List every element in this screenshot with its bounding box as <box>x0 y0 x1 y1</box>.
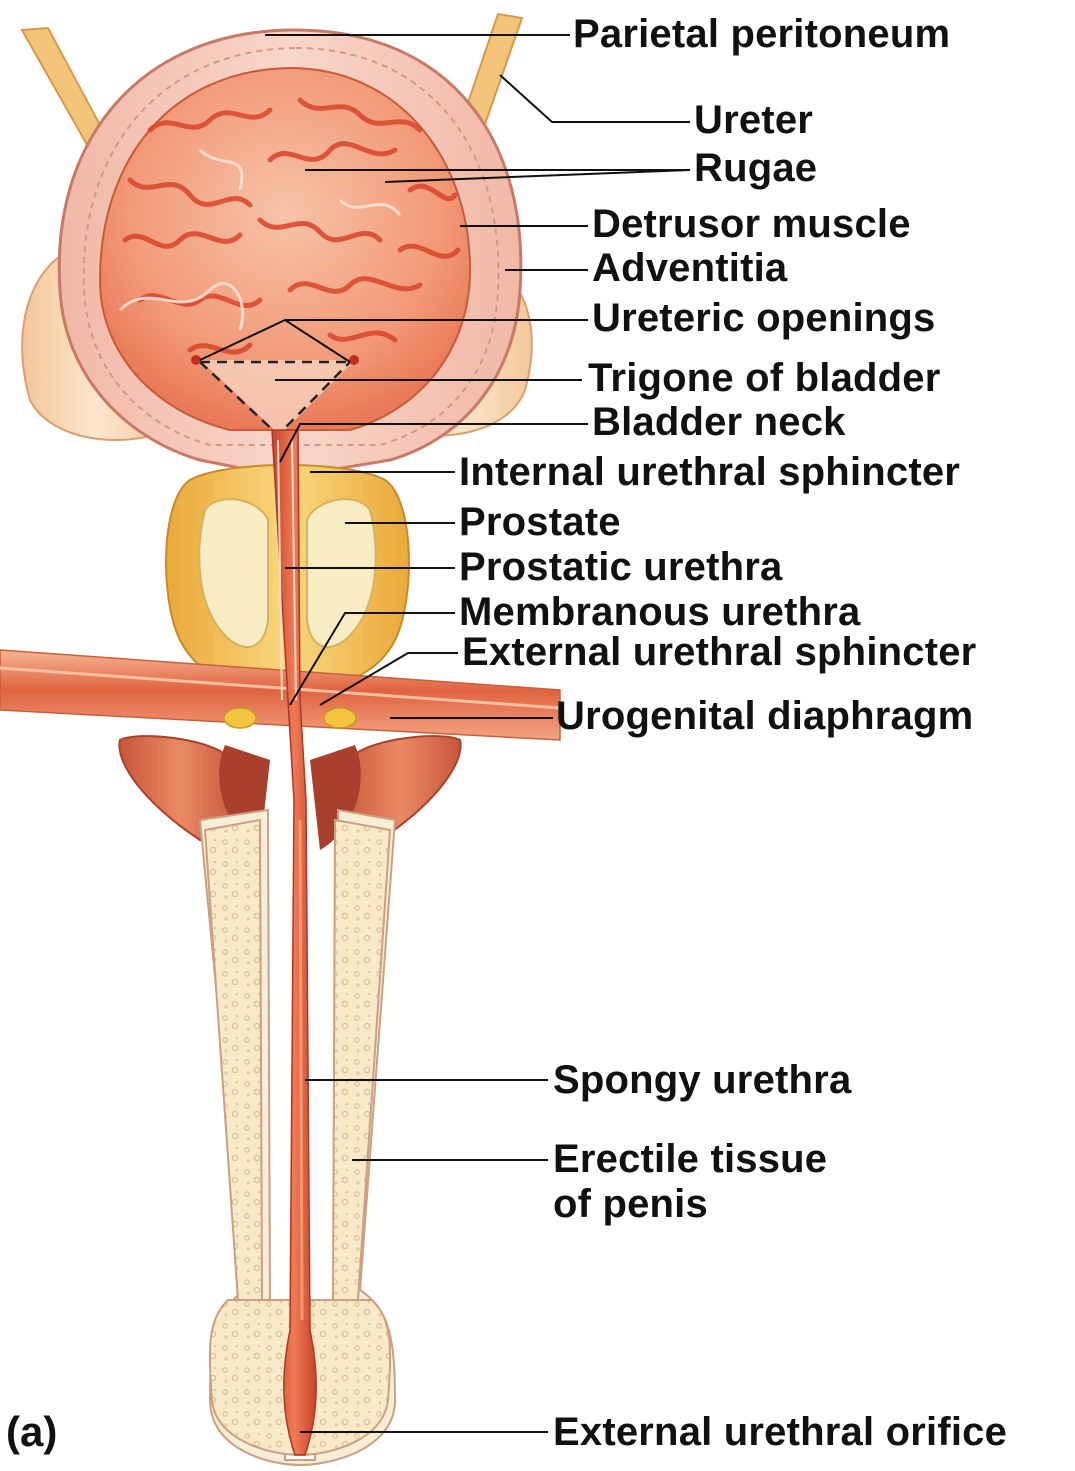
label-bladder-neck: Bladder neck <box>592 400 846 444</box>
label-ureteric-openings: Ureteric openings <box>592 296 936 340</box>
urethra <box>271 429 317 1456</box>
external-sphincter-left <box>223 707 257 729</box>
label-spongy-urethra: Spongy urethra <box>553 1058 852 1102</box>
rugae-highlights <box>118 148 402 331</box>
ureteric-opening-right <box>349 355 359 365</box>
label-external-urethral-orifice: External urethral orifice <box>553 1410 1008 1454</box>
penile-crura <box>118 735 462 850</box>
label-urogenital-diaphragm: Urogenital diaphragm <box>556 694 974 738</box>
leader-lines <box>199 34 691 1433</box>
label-ureter: Ureter <box>694 98 814 142</box>
penile-shaft <box>198 808 397 1467</box>
label-rugae: Rugae <box>694 146 818 190</box>
panel-label: (a) <box>6 1408 58 1455</box>
label-prostatic-urethra: Prostatic urethra <box>459 545 783 589</box>
label-erectile-tissue-line2: of penis <box>553 1182 708 1226</box>
label-membranous-urethra: Membranous urethra <box>459 590 861 634</box>
label-prostate: Prostate <box>459 500 621 544</box>
erectile-tissue-right <box>331 818 392 1301</box>
external-sphincter-right <box>323 707 357 729</box>
label-detrusor-muscle: Detrusor muscle <box>592 202 911 246</box>
erectile-tissue-left <box>203 818 264 1301</box>
label-external-urethral-sphincter: External urethral sphincter <box>462 630 977 674</box>
ureteric-opening-left <box>191 355 201 365</box>
label-erectile-tissue-line1: Erectile tissue <box>553 1137 828 1181</box>
label-internal-urethral-sphincter: Internal urethral sphincter <box>459 450 961 494</box>
label-adventitia: Adventitia <box>592 246 788 290</box>
label-trigone-of-bladder: Trigone of bladder <box>588 356 941 400</box>
bladder-lumen <box>98 66 472 431</box>
label-parietal-peritoneum: Parietal peritoneum <box>573 12 951 56</box>
